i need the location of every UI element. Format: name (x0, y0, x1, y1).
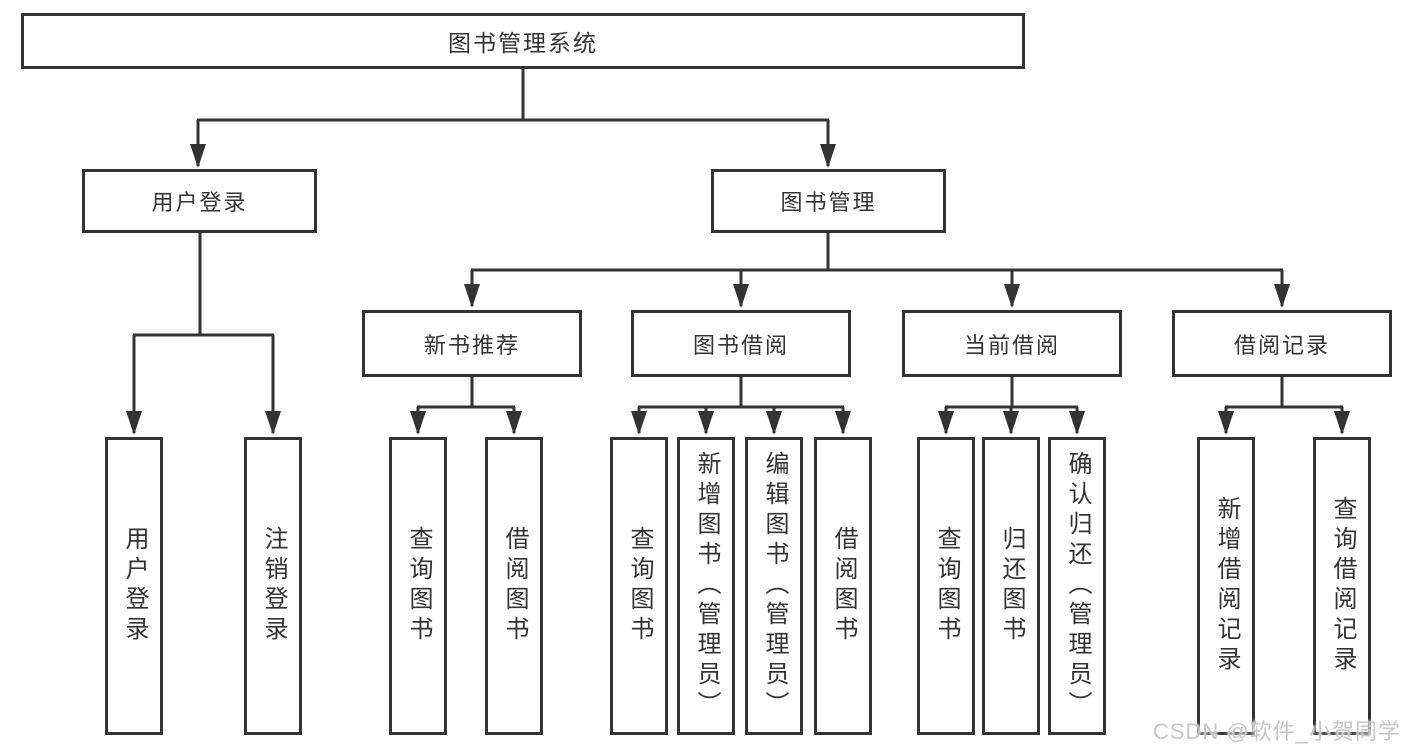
leaf-return-books: 归还图书 (982, 437, 1040, 735)
leaf-label: 注销登录 (260, 526, 287, 646)
leaf-user-login: 用户登录 (105, 437, 163, 735)
node-library-management-system: 图书管理系统 (21, 13, 1025, 69)
leaf-label: 新增借阅记录 (1213, 496, 1240, 676)
leaf-label: 确认归还（管理员） (1064, 451, 1091, 721)
node-label: 借阅记录 (1233, 332, 1330, 358)
leaf-edit-books-admin: 编辑图书（管理员） (745, 437, 803, 735)
node-borrowing-records: 借阅记录 (1172, 310, 1392, 377)
leaf-logout: 注销登录 (244, 437, 302, 735)
node-label: 新书推荐 (423, 332, 520, 358)
leaf-label: 用户登录 (121, 526, 148, 646)
leaf-borrow-books-recommend: 借阅图书 (485, 437, 543, 735)
leaf-label: 归还图书 (998, 526, 1025, 646)
leaf-label: 借阅图书 (830, 526, 857, 646)
node-label: 当前借阅 (963, 332, 1060, 358)
leaf-label: 查询借阅记录 (1329, 496, 1356, 676)
node-current-borrowing: 当前借阅 (902, 310, 1122, 377)
leaf-query-books-current: 查询图书 (917, 437, 975, 735)
leaf-query-books-recommend: 查询图书 (389, 437, 447, 735)
leaf-label: 新增图书（管理员） (693, 451, 720, 721)
node-user-login: 用户登录 (82, 169, 317, 233)
csdn-watermark: CSDN @软件_小贺同学 (1152, 719, 1401, 744)
leaf-query-books-borrowing: 查询图书 (610, 437, 668, 735)
leaf-label: 查询图书 (405, 526, 432, 646)
leaf-add-borrow-record: 新增借阅记录 (1197, 437, 1255, 735)
node-label: 图书管理系统 (448, 30, 598, 56)
node-new-book-recommendation: 新书推荐 (362, 310, 582, 377)
node-label: 图书管理 (780, 190, 877, 215)
leaf-add-books-admin: 新增图书（管理员） (677, 437, 735, 735)
node-label: 图书借阅 (692, 332, 789, 358)
leaf-confirm-return-admin: 确认归还（管理员） (1048, 437, 1106, 735)
leaf-borrow-books: 借阅图书 (814, 437, 872, 735)
leaf-label: 查询图书 (933, 526, 960, 646)
node-label: 用户登录 (151, 190, 248, 215)
leaf-query-borrow-record: 查询借阅记录 (1313, 437, 1371, 735)
leaf-label: 借阅图书 (501, 526, 528, 646)
node-book-borrowing: 图书借阅 (631, 310, 851, 377)
leaf-label: 编辑图书（管理员） (761, 451, 788, 721)
leaf-label: 查询图书 (626, 526, 653, 646)
node-book-management: 图书管理 (711, 169, 946, 233)
